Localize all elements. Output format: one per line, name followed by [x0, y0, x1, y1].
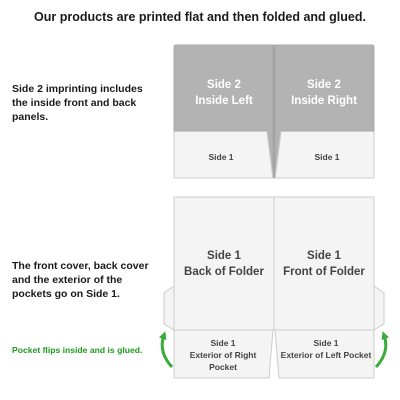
front-of-folder-side: Side 1	[307, 250, 341, 262]
side1-folder	[163, 196, 385, 379]
front-of-folder-panel	[273, 196, 375, 331]
side2-description: Side 2 imprinting includes the inside fr…	[12, 83, 143, 123]
back-of-folder-label: Side 1 Back of Folder	[176, 248, 272, 280]
right-pocket-exterior-label: Side 1 Exterior of Right Pocket	[178, 337, 268, 373]
pocket-flip-note: Pocket flips inside and is glued.	[12, 345, 143, 355]
page-title: Our products are printed flat and then f…	[34, 10, 366, 24]
side2-left-pocket-label: Side 1	[208, 152, 234, 162]
left-pocket-exterior	[173, 329, 274, 379]
front-of-folder-name: Front of Folder	[283, 266, 365, 278]
side1-description: The front cover, back cover and the exte…	[12, 260, 149, 300]
curved-arrow-left-icon	[158, 331, 174, 369]
side2-right-pocket-label: Side 1	[314, 152, 340, 162]
front-of-folder-label: Side 1 Front of Folder	[276, 248, 372, 280]
side2-right-side: Side 2	[307, 79, 341, 91]
side2-folder	[173, 44, 375, 179]
back-of-folder-name: Back of Folder	[184, 266, 264, 278]
side2-left-name: Inside Left	[195, 95, 253, 107]
back-of-folder-side: Side 1	[207, 250, 241, 262]
left-pocket-exterior-name: Exterior of Left Pocket	[280, 350, 372, 360]
right-pocket-exterior-side: Side 1	[210, 338, 236, 348]
side2-left-label: Side 2 Inside Left	[176, 77, 272, 109]
left-glue-flap	[163, 285, 175, 331]
left-pocket-exterior-label: Side 1 Exterior of Left Pocket	[280, 337, 372, 361]
side2-right-label: Side 2 Inside Right	[276, 77, 372, 109]
curved-arrow-right-icon	[374, 331, 390, 369]
back-of-folder-panel	[173, 196, 275, 331]
side2-left-side: Side 2	[207, 79, 241, 91]
side2-right-name: Inside Right	[291, 95, 357, 107]
right-pocket-exterior	[274, 329, 375, 379]
side2-right-panel	[274, 44, 375, 179]
left-pocket-exterior-side: Side 1	[313, 338, 339, 348]
right-pocket-exterior-name: Exterior of Right Pocket	[189, 350, 257, 372]
right-glue-flap	[373, 285, 385, 331]
